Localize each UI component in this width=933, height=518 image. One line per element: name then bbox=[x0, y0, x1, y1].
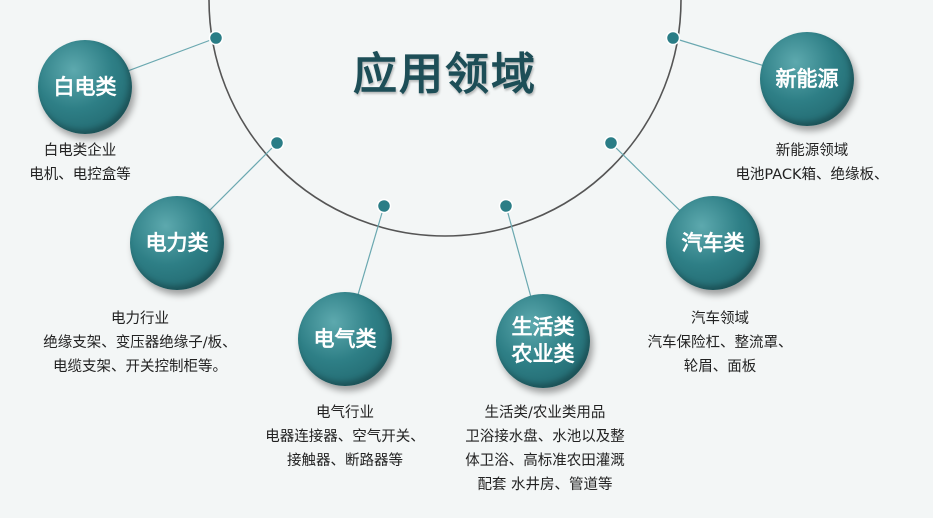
central-arc bbox=[208, 0, 682, 237]
category-node-electrical[interactable]: 电气类 bbox=[298, 292, 392, 386]
category-node-life-agri[interactable]: 生活类 农业类 bbox=[496, 294, 590, 388]
category-label: 白电类 bbox=[53, 74, 117, 99]
category-node-appliance[interactable]: 白电类 bbox=[38, 40, 132, 134]
category-label: 汽车类 bbox=[681, 230, 745, 255]
category-label: 电力类 bbox=[145, 230, 209, 255]
description-line: 汽车领域 bbox=[691, 311, 749, 327]
arc-dot-life-agri bbox=[498, 198, 514, 214]
description-line: 白电类企业 bbox=[43, 143, 117, 159]
category-node-auto[interactable]: 汽车类 bbox=[666, 196, 760, 290]
description-line: 配套 水井房、管道等 bbox=[477, 477, 613, 493]
category-description-appliance: 白电类企业 电机、电控盒等 bbox=[0, 139, 165, 187]
arc-dot-electrical bbox=[376, 198, 392, 214]
category-description-life-agri: 生活类/农业类用品 卫浴接水盘、水池以及整 体卫浴、高标准农田灌溉 配套 水井房… bbox=[440, 401, 650, 497]
description-line: 电气行业 bbox=[316, 405, 374, 421]
description-line: 新能源领域 bbox=[775, 143, 849, 159]
description-line: 接触器、断路器等 bbox=[287, 453, 403, 469]
description-line: 生活类/农业类用品 bbox=[484, 405, 606, 421]
description-line: 电机、电控盒等 bbox=[29, 167, 131, 183]
category-description-power: 电力行业 绝缘支架、变压器绝缘子/板、 电缆支架、开关控制柜等。 bbox=[30, 307, 250, 379]
category-node-new-energy[interactable]: 新能源 bbox=[760, 32, 854, 126]
description-line: 体卫浴、高标准农田灌溉 bbox=[465, 453, 625, 469]
category-description-auto: 汽车领域 汽车保险杠、整流罩、 轮眉、面板 bbox=[620, 307, 820, 379]
page-title: 应用领域 bbox=[353, 49, 537, 100]
category-label: 电气类 bbox=[313, 326, 377, 351]
category-description-electrical: 电气行业 电器连接器、空气开关、 接触器、断路器等 bbox=[240, 401, 450, 473]
category-node-power[interactable]: 电力类 bbox=[130, 196, 224, 290]
category-label: 新能源 bbox=[775, 66, 839, 91]
description-line: 轮眉、面板 bbox=[683, 359, 757, 375]
category-description-new-energy: 新能源领域 电池PACK箱、绝缘板、 bbox=[712, 139, 912, 187]
description-line: 汽车保险杠、整流罩、 bbox=[647, 335, 793, 351]
arc-dot-auto bbox=[603, 135, 619, 151]
description-line: 电器连接器、空气开关、 bbox=[265, 429, 425, 445]
description-line: 电池PACK箱、绝缘板、 bbox=[735, 167, 889, 183]
description-line: 电力行业 bbox=[111, 311, 169, 327]
arc-dot-power bbox=[269, 135, 285, 151]
description-line: 电缆支架、开关控制柜等。 bbox=[53, 359, 227, 375]
arc-dot-appliance bbox=[208, 30, 224, 46]
description-line: 绝缘支架、变压器绝缘子/板、 bbox=[43, 335, 237, 351]
category-label: 农业类 bbox=[511, 342, 575, 366]
category-label: 生活类 bbox=[511, 315, 575, 339]
arc-dot-new-energy bbox=[665, 30, 681, 46]
description-line: 卫浴接水盘、水池以及整 bbox=[465, 429, 625, 445]
